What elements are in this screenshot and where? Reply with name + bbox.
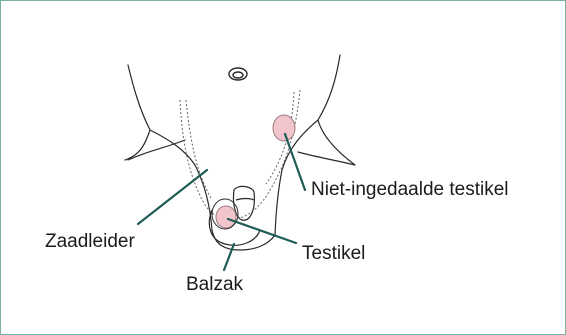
leader-lines: [138, 134, 305, 270]
navel: [229, 68, 247, 80]
leader-vas-deferens: [138, 170, 207, 224]
undescended-testicle: [273, 115, 295, 141]
leader-undescended: [285, 134, 305, 190]
descended-testicle: [216, 206, 236, 228]
label-testicle: Testikel: [302, 243, 365, 265]
vas-deferens-paths: [180, 90, 300, 220]
label-scrotum: Balzak: [186, 274, 243, 296]
leader-testicle: [228, 219, 296, 243]
label-undescended-testicle: Niet-ingedaalde testikel: [311, 179, 509, 201]
label-vas-deferens: Zaadleider: [45, 231, 135, 253]
penis: [233, 186, 254, 220]
body-outline: [125, 55, 355, 250]
